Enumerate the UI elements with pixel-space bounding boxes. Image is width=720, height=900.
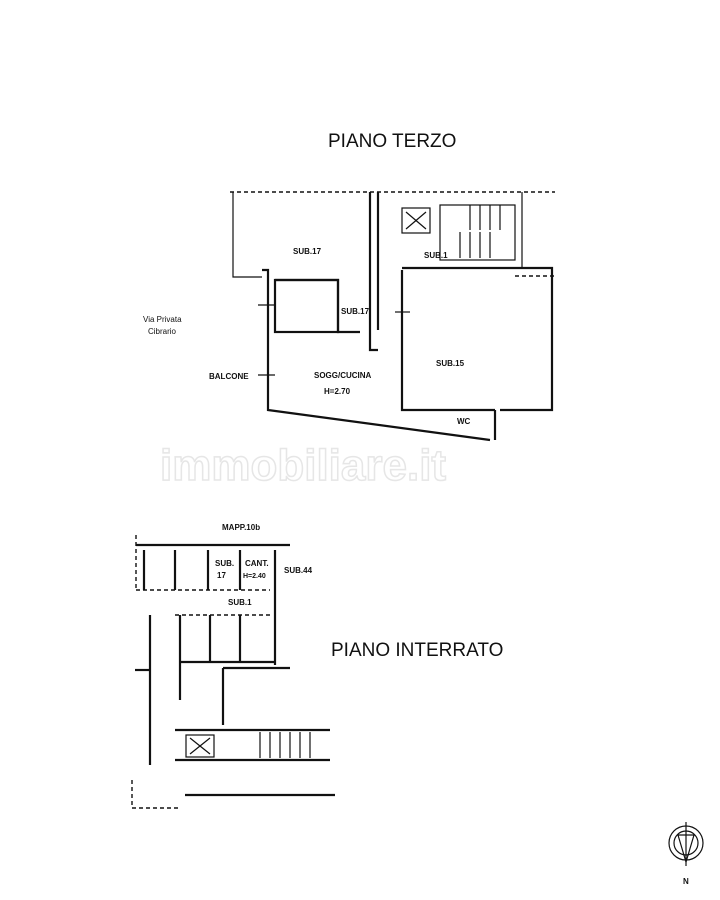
upper-plan-title: PIANO TERZO bbox=[328, 131, 456, 152]
label-height: H=2.70 bbox=[324, 387, 351, 396]
label-cantina: CANT. bbox=[245, 559, 269, 568]
label-balcone: BALCONE bbox=[209, 372, 249, 381]
label-sub15: SUB.15 bbox=[436, 359, 465, 368]
label-sub17-b: SUB.17 bbox=[341, 307, 370, 316]
label-soggiorno: SOGG/CUCINA bbox=[314, 371, 372, 380]
label-sub1-lower: SUB.1 bbox=[228, 598, 252, 607]
upper-plan-walls bbox=[230, 191, 555, 442]
label-mapp: MAPP.10b bbox=[222, 523, 260, 532]
street-label-1: Via Privata bbox=[143, 315, 182, 324]
label-sub17-a: SUB.17 bbox=[293, 247, 322, 256]
watermark-logo: immobiliare.it bbox=[160, 441, 446, 490]
north-compass-icon bbox=[668, 822, 704, 866]
compass-north-label: N bbox=[683, 877, 689, 886]
label-sub44: SUB.44 bbox=[284, 566, 313, 575]
label-sub: SUB. bbox=[215, 559, 234, 568]
label-wc: WC bbox=[457, 417, 471, 426]
label-sub1: SUB.1 bbox=[424, 251, 448, 260]
lower-plan-title: PIANO INTERRATO bbox=[331, 640, 503, 661]
lower-plan-walls bbox=[131, 535, 335, 809]
label-cantina-height: H=2.40 bbox=[243, 573, 266, 580]
label-sub-number: 17 bbox=[217, 571, 226, 580]
street-label-2: Cibrario bbox=[148, 327, 177, 336]
